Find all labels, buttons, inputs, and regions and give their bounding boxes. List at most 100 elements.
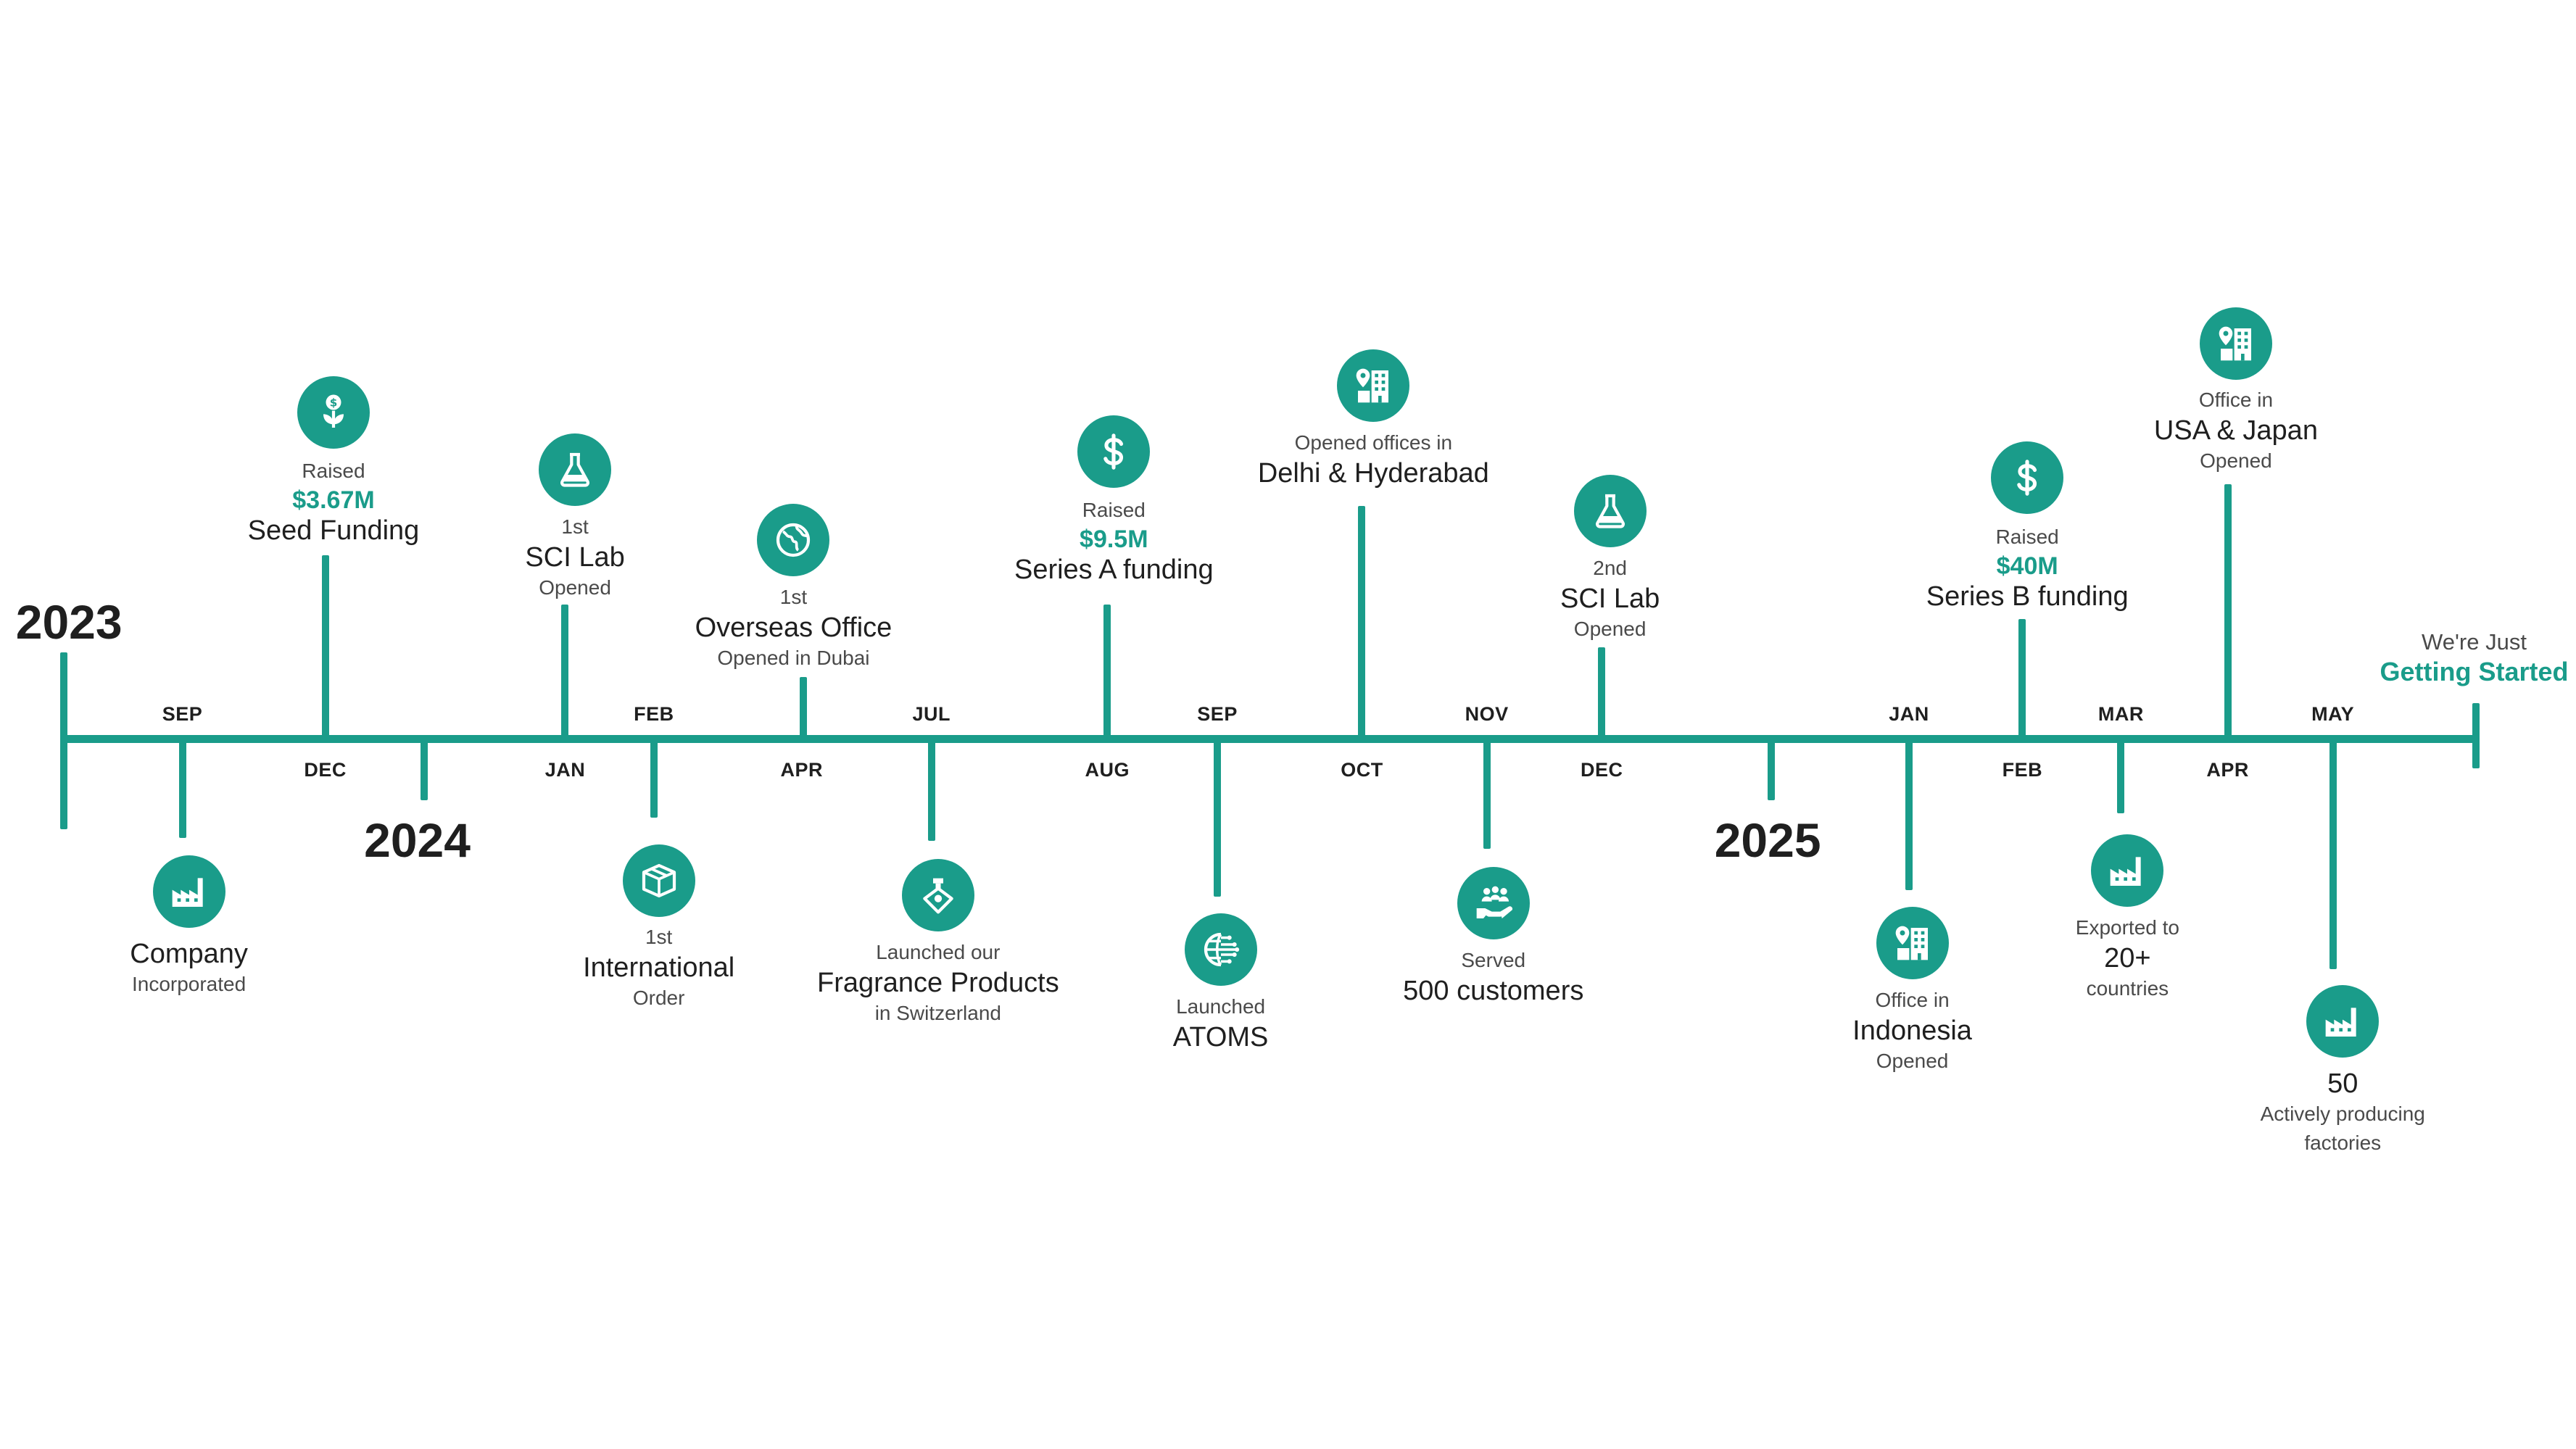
end-caption: We're Just	[2422, 628, 2527, 655]
network-globe-icon	[1184, 913, 1257, 986]
month-label: MAY	[2311, 703, 2355, 726]
dollar-icon	[1991, 441, 2064, 515]
milestone-caption: Opened	[2200, 449, 2272, 473]
milestone-caption: Launched	[1176, 995, 1266, 1018]
month-label: APR	[780, 759, 824, 781]
milestone-stem	[1358, 505, 1366, 739]
month-label: SEP	[1197, 703, 1238, 726]
month-label: JAN	[544, 759, 586, 781]
end-title: Getting Started	[2380, 656, 2569, 686]
milestone-caption: Opened	[539, 576, 611, 599]
factory-icon	[2091, 834, 2164, 907]
timeline-start-tick	[60, 652, 68, 830]
timeline-end-tick	[2472, 702, 2480, 769]
milestone-caption: Actively producing	[2260, 1102, 2425, 1125]
milestone-caption: 1st	[645, 926, 673, 949]
year-2024-tick	[420, 739, 428, 800]
milestone-stem	[927, 739, 935, 842]
year-label: 2023	[15, 594, 123, 649]
funding-amount: $40M	[1996, 552, 2058, 580]
milestone-caption: Served	[1461, 949, 1526, 972]
office-location-icon	[2199, 307, 2272, 380]
month-label: DEC	[1581, 759, 1623, 781]
milestone-stem	[1598, 647, 1606, 739]
milestone-caption: 1st	[561, 515, 589, 538]
milestone-caption: Launched our	[876, 940, 1001, 963]
milestone-stem	[561, 604, 569, 739]
seed-money-icon: $	[297, 375, 370, 449]
milestone-title: 500 customers	[1403, 976, 1584, 1007]
factory-icon	[152, 855, 225, 929]
milestone-stem	[2224, 484, 2232, 739]
month-label: FEB	[634, 703, 674, 726]
milestone-caption: Opened in Dubai	[717, 647, 870, 670]
dollar-icon	[1077, 415, 1151, 489]
month-label: JUL	[912, 703, 951, 726]
year-label: 2025	[1714, 813, 1821, 868]
perfume-bottle-icon	[901, 858, 974, 931]
year-2025-tick	[1767, 739, 1775, 800]
office-location-icon	[1876, 906, 1949, 979]
milestone-caption: Order	[632, 987, 685, 1010]
milestone-caption: in Switzerland	[874, 1001, 1001, 1024]
month-label: APR	[2206, 759, 2249, 781]
timeline-axis	[60, 735, 2480, 744]
milestone-caption: 1st	[779, 586, 808, 609]
milestone-stem	[2018, 619, 2026, 739]
milestone-stem	[1483, 739, 1491, 850]
milestone-caption: Raised	[302, 459, 365, 482]
month-label: OCT	[1341, 759, 1383, 781]
milestone-caption: Opened	[1876, 1049, 1949, 1072]
milestone-stem	[650, 739, 658, 818]
office-location-icon	[1337, 349, 1410, 423]
milestone-title: Series A funding	[1014, 555, 1214, 586]
milestone-stem	[321, 555, 329, 739]
month-label: SEP	[162, 703, 203, 726]
milestone-caption: Opened	[1573, 617, 1647, 640]
milestone-title: ATOMS	[1172, 1021, 1269, 1053]
milestone-caption: Office in	[2198, 389, 2274, 412]
milestone-caption: Office in	[1875, 988, 1950, 1011]
year-label: 2024	[364, 813, 471, 868]
milestone-stem	[1905, 739, 1913, 891]
milestone-title: Indonesia	[1852, 1015, 1972, 1046]
month-label: AUG	[1085, 759, 1130, 781]
flask-icon	[539, 433, 612, 507]
milestone-title: SCI Lab	[1560, 583, 1660, 614]
milestone-caption: Incorporated	[131, 972, 247, 995]
milestone-title: Fragrance Products	[816, 967, 1059, 998]
funding-amount: $3.67M	[292, 486, 375, 514]
milestone-title: 50	[2327, 1068, 2358, 1099]
flask-icon	[1573, 474, 1647, 547]
milestone-title: Delhi & Hyderabad	[1257, 458, 1489, 489]
milestone-title: Series B funding	[1926, 581, 2129, 612]
package-icon	[622, 844, 695, 917]
milestone-title: International	[583, 952, 735, 984]
milestone-stem	[800, 676, 808, 739]
month-label: MAR	[2097, 703, 2144, 726]
month-label: NOV	[1465, 703, 1509, 726]
month-label: DEC	[304, 759, 347, 781]
milestone-title: 20+	[2104, 942, 2151, 973]
milestone-stem	[1214, 739, 1222, 897]
milestone-title: SCI Lab	[525, 541, 625, 573]
funding-amount: $9.5M	[1080, 526, 1148, 554]
svg-text:$: $	[330, 396, 338, 409]
milestone-stem	[178, 739, 186, 838]
month-label: JAN	[1889, 703, 1929, 726]
milestone-label: Served 500 customers	[1403, 946, 1583, 1007]
globe-icon	[757, 504, 830, 577]
milestone-stem	[2117, 739, 2125, 813]
milestone-caption: Raised	[1995, 525, 2059, 548]
